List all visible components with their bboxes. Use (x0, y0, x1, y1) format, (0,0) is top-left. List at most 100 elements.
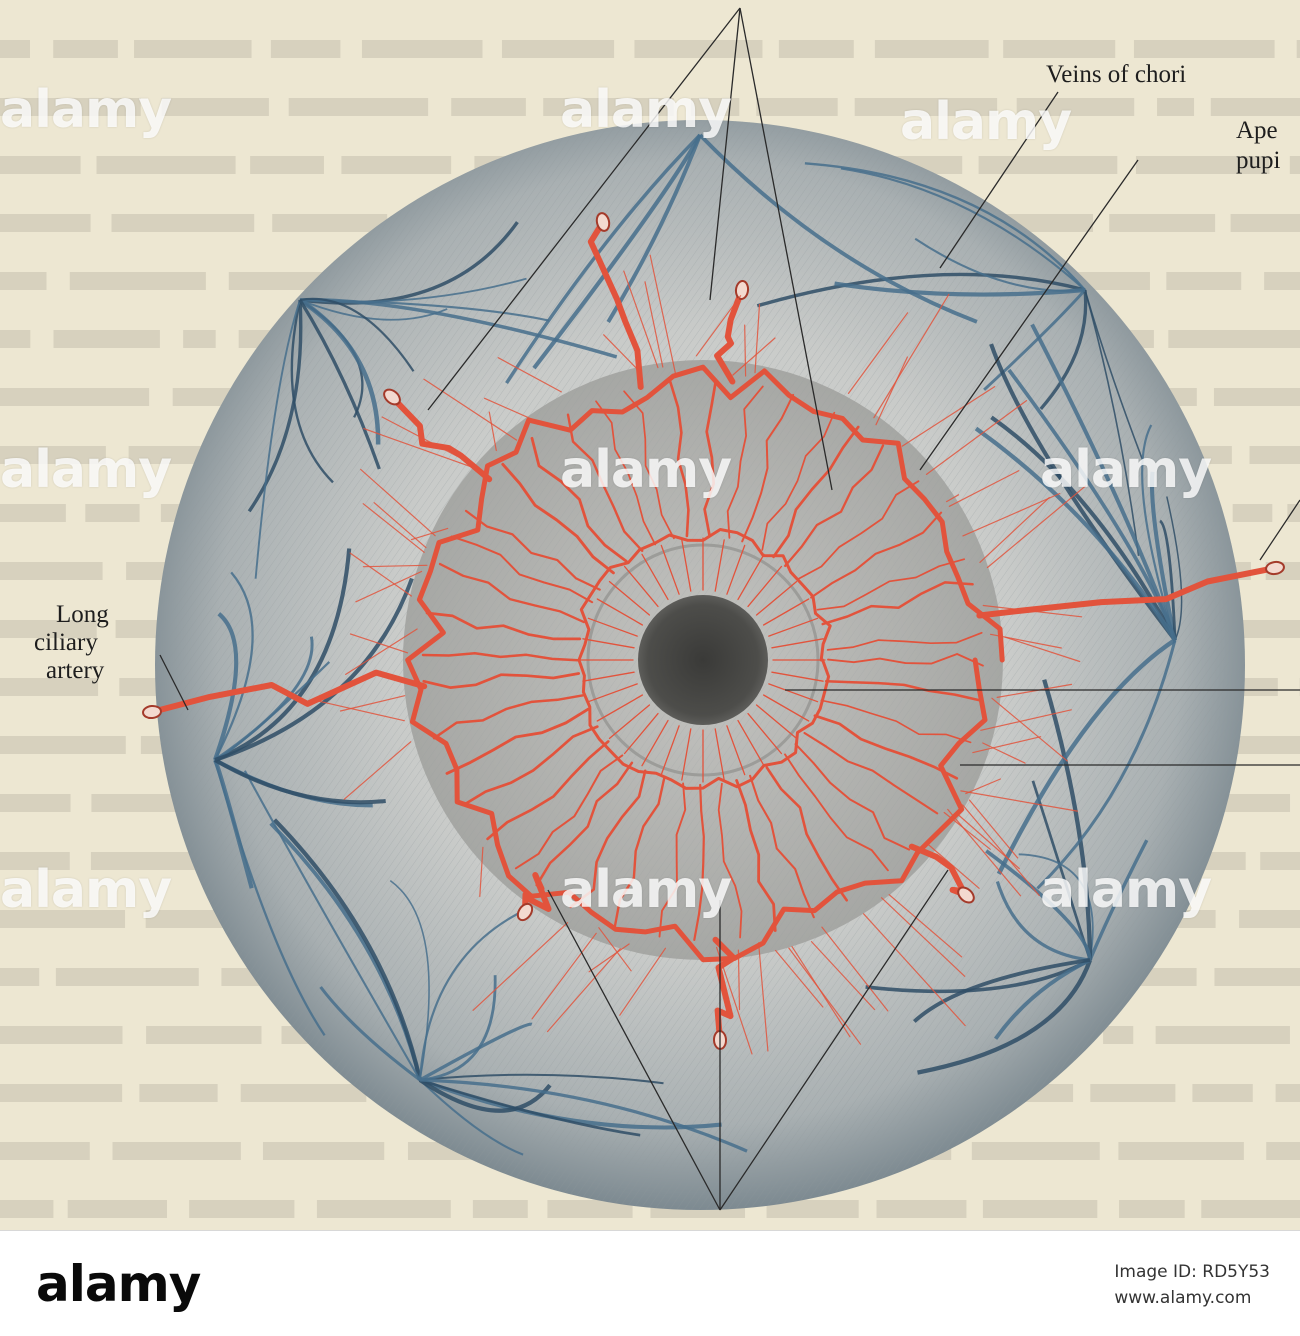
fine-arterial-twig (345, 628, 418, 676)
iris-radial-vessel (501, 462, 615, 575)
ghost-text-word (971, 1142, 1100, 1160)
iris-radial-vessel (772, 425, 860, 559)
pupillary-vessel (641, 553, 669, 601)
ghost-text-word (0, 910, 126, 928)
iris-radial-vessel (530, 436, 628, 563)
ghost-text-word (0, 968, 40, 986)
choroid-vein (1084, 289, 1140, 557)
choroid-vein (1030, 323, 1177, 641)
ghost-text-word (876, 1200, 967, 1218)
pupillary-vessel (737, 719, 765, 767)
fine-arterial-twig (989, 633, 1062, 649)
choroid-vein (298, 298, 381, 445)
ghost-text-word (1016, 98, 1135, 116)
ghost-text-word (0, 852, 70, 870)
ghost-text-word (1090, 1084, 1176, 1102)
watermark: alamy (560, 80, 732, 140)
choroid-vein (418, 906, 531, 1081)
iris-radial-vessel (422, 672, 581, 689)
ghost-text-word (288, 98, 429, 116)
iris-radial-vessel (569, 769, 647, 909)
iris-radial-vessel (761, 411, 836, 551)
iris-radial-vessel (623, 390, 675, 540)
fine-arterial-twig (979, 497, 1050, 564)
iris-radial-vessel (613, 777, 666, 927)
ghost-text-word (1275, 1084, 1300, 1102)
choroid-vein (1042, 679, 1093, 961)
choroid-vein (213, 571, 254, 761)
choroid-vein (1088, 839, 1149, 961)
fine-arterial-twig (961, 804, 1040, 897)
ghost-text-word (53, 330, 160, 348)
fine-arterial-twig (948, 470, 1020, 507)
fine-arterial-twig (986, 485, 1087, 569)
pupillary-vessel (681, 539, 692, 592)
choroid-vein (834, 281, 1086, 297)
fine-arterial-twig (774, 949, 824, 1008)
fine-arterial-twig (603, 334, 641, 373)
ghost-text-word (0, 620, 97, 638)
ghost-text-word (1296, 40, 1300, 58)
iris-radial-vessel (669, 380, 690, 538)
ghost-text-word (96, 156, 236, 174)
ghost-text-word (1133, 40, 1275, 58)
pupillary-vessel (608, 580, 651, 616)
choroid-vein (247, 299, 303, 513)
ghost-text-word (1213, 388, 1300, 406)
ghost-text-word (139, 1084, 218, 1102)
ghost-text-word (1119, 1200, 1185, 1218)
fine-arterial-twig (715, 946, 753, 1055)
ghost-text-word (316, 1200, 451, 1218)
ghost-text-word (756, 98, 838, 116)
iris-radial-vessel (693, 783, 705, 941)
iris-radial-vessel (803, 731, 939, 815)
fine-arterial-twig (972, 736, 1042, 754)
fine-arterial-twig (644, 281, 664, 368)
fine-arterial-twig (943, 811, 991, 850)
iris-radial-vessel (810, 511, 943, 599)
fine-arterial-twig (744, 324, 747, 377)
fine-arterial-twig (956, 812, 1020, 870)
watermark: alamy (560, 860, 732, 920)
choroid-vein (272, 818, 423, 1081)
choroid-vein (419, 1079, 524, 1156)
fine-arterial-twig (355, 570, 423, 603)
fine-arterial-twig (619, 947, 667, 1016)
choroid-vein (995, 881, 1091, 962)
iris-radial-vessel (726, 385, 764, 539)
pupillary-vessel (681, 728, 692, 781)
iris-radial-vessel (535, 761, 634, 887)
choroid-vein (213, 759, 326, 1036)
pupillary-vessel (587, 617, 638, 637)
ciliary-artery-branch (587, 219, 644, 390)
fine-arterial-twig (484, 397, 540, 423)
alamy-logo: alamy (36, 1255, 201, 1313)
choroid-vein (243, 770, 421, 1081)
pupillary-vessel (660, 725, 680, 776)
choroid-vein (756, 272, 1086, 308)
vessel-cut-end (957, 886, 975, 904)
fine-arterial-twig (319, 700, 405, 722)
iris-radial-vessel (824, 679, 982, 702)
fine-arterial-twig (649, 254, 676, 374)
iris-radial-vessel (566, 413, 644, 552)
ghost-text-word (634, 40, 763, 58)
ghost-text-word (778, 40, 854, 58)
fine-arterial-twig (598, 927, 632, 972)
choroid-vein (983, 289, 1087, 391)
choroid-vein (298, 299, 381, 470)
arterial-circle (405, 364, 1005, 963)
iris-radial-vessel (765, 766, 848, 902)
ghost-text-word (1135, 156, 1270, 174)
ghost-text-word (1214, 968, 1300, 986)
ciliary-arteries (142, 212, 1285, 1055)
ghost-text-word (0, 98, 141, 116)
choroid-vein (994, 958, 1091, 1040)
ghost-text-word (1266, 1142, 1300, 1160)
ghost-text-word (691, 98, 740, 116)
fine-arterial-twig (362, 564, 428, 568)
ghost-text-word (0, 1200, 54, 1218)
ghost-text-word (1289, 156, 1300, 174)
ghost-text-word (766, 1200, 859, 1218)
iris-radial-vessel (749, 774, 815, 919)
